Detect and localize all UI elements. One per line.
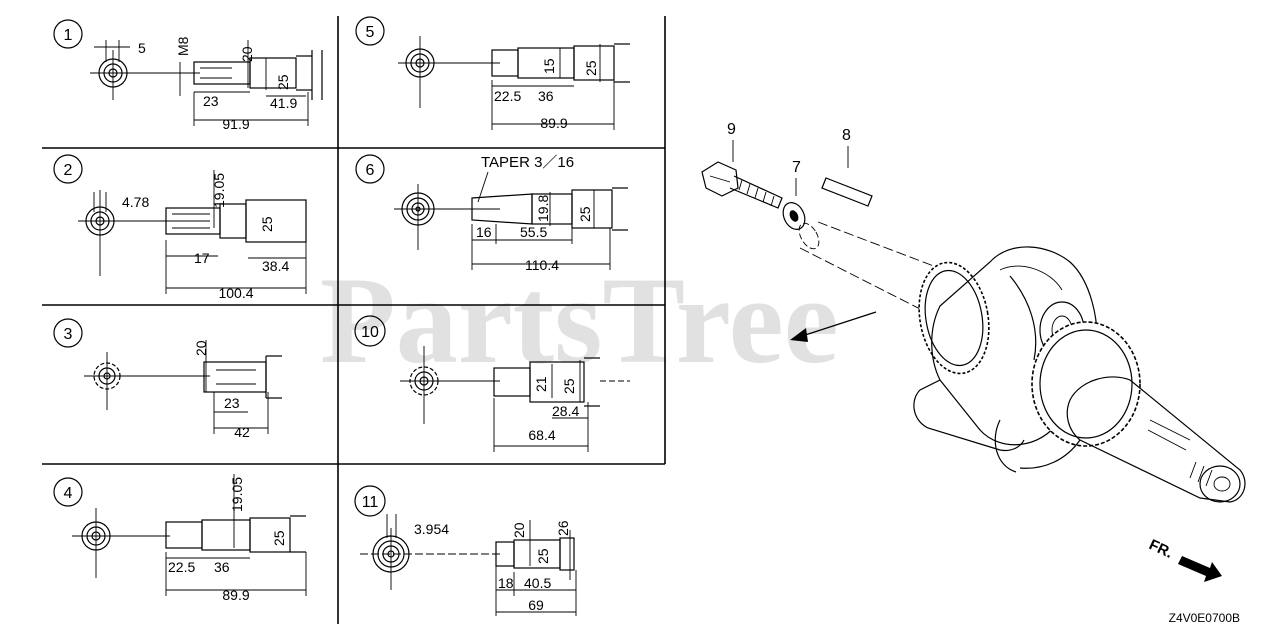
front-direction-indicator: FR. bbox=[1146, 536, 1222, 582]
dim-label: 18 bbox=[498, 575, 514, 591]
panel-number-badge bbox=[53, 477, 83, 507]
panel-number-badge bbox=[53, 318, 83, 348]
dim-label: 4.78 bbox=[122, 194, 149, 210]
panel-5: 5 15 25 22.5 36 89.9 bbox=[355, 16, 630, 131]
shaft-end-view bbox=[400, 346, 500, 424]
dim-label: 19.8 bbox=[535, 195, 551, 222]
dim-label: 23 bbox=[224, 395, 240, 411]
panel-11: 11 3.954 20 26 25 18 40.5 69 bbox=[354, 485, 577, 616]
shaft-end-view bbox=[90, 40, 200, 100]
panel-number-badge bbox=[354, 485, 386, 517]
front-label: FR. bbox=[1146, 536, 1175, 562]
dim-label: 38.4 bbox=[262, 258, 289, 274]
dim-label: 28.4 bbox=[552, 403, 579, 419]
shaft-side-view bbox=[203, 340, 282, 434]
dim-label: 25 bbox=[535, 548, 551, 564]
shaft-side-view bbox=[493, 357, 630, 452]
dim-label: 25 bbox=[259, 216, 275, 232]
dim-label: 68.4 bbox=[528, 427, 555, 443]
dim-label: 20 bbox=[239, 46, 255, 62]
panel-3: 3 20 23 42 bbox=[53, 318, 282, 440]
dim-label: 91.9 bbox=[222, 116, 249, 132]
panel-1: 1 5 M8 20 25 23 41.9 91.9 bbox=[53, 19, 323, 132]
shaft-side-view bbox=[471, 187, 628, 270]
dim-label: 69 bbox=[528, 597, 544, 613]
panel-number-badge bbox=[355, 16, 385, 46]
shaft-side-view bbox=[179, 40, 323, 126]
panel-number: 2 bbox=[64, 162, 73, 179]
dim-label: 17 bbox=[194, 250, 210, 266]
dim-label: 5 bbox=[138, 40, 146, 56]
panel-number: 11 bbox=[362, 494, 379, 511]
dim-label: 36 bbox=[214, 559, 230, 575]
panel-4: 4 19.05 25 22.5 36 89.9 bbox=[53, 474, 307, 603]
shaft-side-view bbox=[495, 520, 577, 616]
timing-gear bbox=[918, 261, 990, 375]
panel-10: 10 21 25 28.4 68.4 bbox=[354, 315, 630, 452]
dim-label: 25 bbox=[577, 206, 593, 222]
panel-grid bbox=[42, 16, 666, 624]
panel-number: 4 bbox=[64, 485, 73, 502]
dim-label: 40.5 bbox=[524, 575, 551, 591]
shaft-side-view bbox=[491, 43, 630, 130]
dim-label: 42 bbox=[234, 424, 250, 440]
shaft-end-view bbox=[84, 352, 210, 410]
dim-label: 25 bbox=[583, 60, 599, 76]
dim-label: 100.4 bbox=[218, 285, 253, 301]
dim-label: 15 bbox=[541, 58, 557, 74]
dim-label: 26 bbox=[555, 520, 571, 536]
panel-number-badge bbox=[53, 19, 83, 49]
dim-label: 36 bbox=[538, 88, 554, 104]
dim-label: 110.4 bbox=[525, 257, 559, 273]
dim-label: M8 bbox=[175, 36, 191, 56]
dim-label: 89.9 bbox=[540, 115, 567, 131]
shaft-end-view bbox=[72, 508, 170, 578]
dim-label: 3.954 bbox=[414, 521, 449, 537]
bolt-part bbox=[701, 161, 783, 209]
shaft-end-view bbox=[78, 190, 210, 276]
callout-7: 7 bbox=[792, 159, 801, 176]
dim-label: 16 bbox=[476, 224, 492, 240]
shaft-side-view bbox=[165, 170, 307, 294]
shaft-end-view bbox=[360, 514, 500, 590]
dim-label: 23 bbox=[203, 93, 219, 109]
panel-number: 6 bbox=[366, 162, 375, 179]
dim-label: 21 bbox=[533, 376, 549, 392]
panel-number-badge bbox=[53, 154, 83, 184]
callout-8: 8 bbox=[842, 127, 851, 144]
key-part bbox=[821, 177, 873, 207]
panel-number: 5 bbox=[366, 24, 375, 41]
dim-label: 19.05 bbox=[229, 477, 245, 512]
panel-number: 1 bbox=[64, 27, 73, 44]
shaft-end-view bbox=[394, 184, 500, 250]
panel-number-badge bbox=[354, 315, 386, 347]
dim-label: 55.5 bbox=[520, 224, 547, 240]
shaft-end-view bbox=[398, 36, 500, 108]
arrow-right-icon bbox=[1178, 556, 1222, 582]
reference-code: Z4V0E0700B bbox=[1169, 611, 1240, 625]
washer-part bbox=[782, 202, 806, 230]
panel-number-badge bbox=[355, 154, 385, 184]
dim-label: 20 bbox=[193, 340, 209, 356]
crankshaft-assembly: 9 8 7 bbox=[701, 121, 1246, 503]
dim-label: 22.5 bbox=[494, 88, 521, 104]
dim-label: 89.9 bbox=[222, 587, 249, 603]
panel-2: 2 4.78 19.05 25 17 38.4 100.4 bbox=[53, 154, 307, 301]
dim-label: 19.05 bbox=[211, 173, 227, 208]
dim-label: 25 bbox=[275, 74, 291, 90]
dim-label: 22.5 bbox=[168, 559, 195, 575]
panel-number: 3 bbox=[64, 326, 73, 343]
panel-6: 6 TAPER 3／16 19.8 25 16 55.5 110.4 bbox=[355, 154, 628, 273]
dim-label: 41.9 bbox=[270, 95, 297, 111]
taper-note: TAPER 3／16 bbox=[481, 154, 574, 171]
callout-9: 9 bbox=[727, 121, 736, 138]
dim-label: 25 bbox=[271, 530, 287, 546]
panel-number: 10 bbox=[361, 324, 379, 341]
shaft-side-view bbox=[165, 474, 307, 596]
dim-label: 25 bbox=[561, 378, 577, 394]
watermark: PartsTree bbox=[320, 252, 839, 389]
dim-label: 20 bbox=[511, 522, 527, 538]
